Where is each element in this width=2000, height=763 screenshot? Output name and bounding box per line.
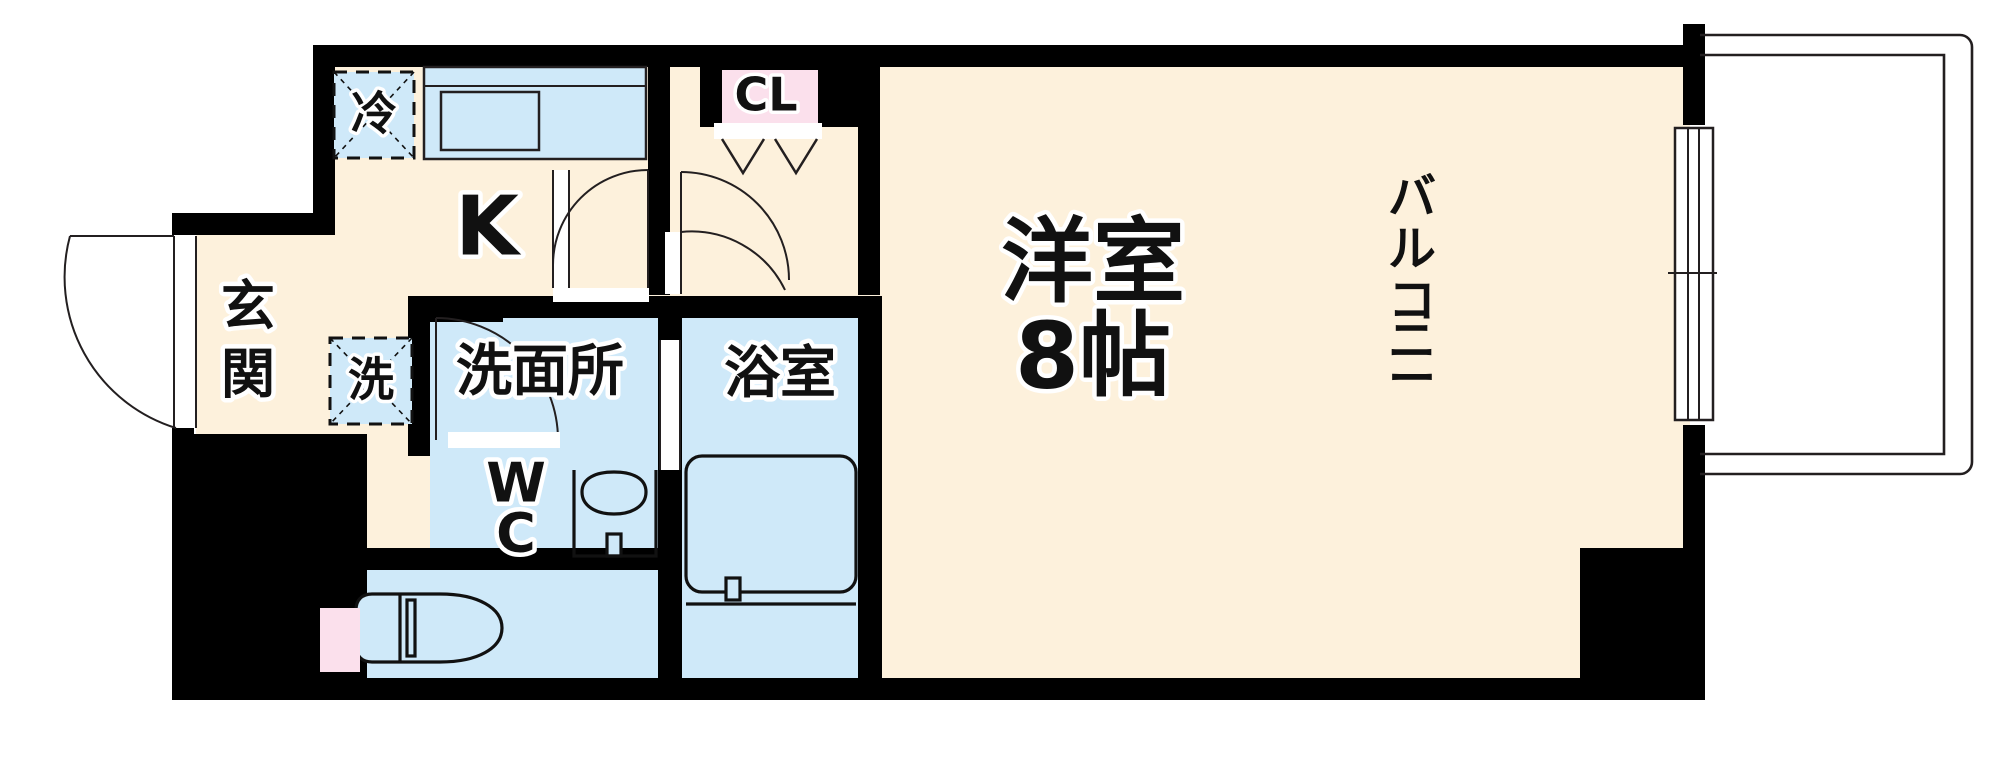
washroom-door-swing (435, 317, 560, 448)
wall-balcony-stub-top (1683, 24, 1705, 69)
bathroom-door-leaf (660, 340, 680, 470)
toilet-bowl-body (354, 592, 504, 664)
balcony-label-char-4: ニ (1388, 313, 1436, 369)
washroom-door-threshold (448, 432, 560, 448)
refrigerator-fill (334, 72, 414, 158)
vanity-basin-counter (572, 470, 658, 558)
room-labels: K 玄 関 洗面所 浴室 W C 洋室 8帖 バ ル コ ニ ー (217, 169, 1437, 569)
entrance-label-char-2: 関 (221, 343, 275, 406)
closet-label: CL (734, 68, 797, 122)
western-room-fill (880, 62, 1690, 700)
wall-top-room (860, 45, 1705, 67)
room-door-swing (665, 171, 790, 294)
balcony-label-char-5: ー (1388, 351, 1436, 407)
room-door-leaf (665, 232, 681, 294)
bathtub (684, 454, 858, 606)
toilet-label-w: W (486, 452, 546, 515)
vanity-basin-tap (605, 532, 623, 558)
wall-bath-right (858, 296, 882, 700)
washing-machine-label: 洗 (348, 353, 394, 407)
balcony-inner-outline (1700, 53, 1946, 456)
washing-machine-fill (330, 338, 412, 424)
wall-left-kitchen (313, 45, 335, 235)
washing-machine-marker: 洗 (328, 336, 414, 426)
entrance-door-swing (63, 235, 197, 429)
toilet-label-c: C (496, 502, 536, 565)
closet-door-slab (714, 123, 822, 139)
wall-entrance-top (172, 213, 332, 235)
entrance-door-leaf (174, 236, 196, 428)
kitchen-door-arc (552, 169, 649, 266)
room-door-arc-upper (680, 171, 790, 281)
balcony-label-char-3: コ (1388, 273, 1436, 329)
kitchen-label: K (455, 179, 522, 274)
bathtub-drain (724, 576, 742, 602)
wall-hall-right (858, 45, 880, 295)
bathtub-body (684, 454, 858, 594)
toilet-lever (405, 598, 417, 658)
closet-fill (722, 70, 818, 125)
western-room-label: 洋室 (1001, 208, 1185, 315)
bathroom-door (659, 340, 681, 470)
bathroom-label: 浴室 (724, 341, 836, 406)
room-door-arc (680, 230, 786, 291)
closet-folding-door-right (773, 138, 819, 176)
kitchen-door-threshold (553, 288, 649, 302)
closet-cl: CL (714, 64, 822, 176)
wall-hall-left (648, 45, 670, 295)
western-room-size: 8帖 (1015, 302, 1171, 409)
balcony-sliding-window (1668, 126, 1717, 422)
kitchen-sink-basin (439, 90, 541, 152)
balcony-label-char-1: バ (1388, 169, 1436, 225)
refrigerator-marker: 冷 (332, 70, 416, 160)
vanity-basin (572, 470, 658, 558)
wall-wc-top (330, 548, 670, 570)
wall-bath-top (658, 296, 882, 318)
balcony-outer-outline (1700, 33, 1974, 476)
washroom-label: 洗面所 (456, 339, 624, 404)
kitchen-door-swing (552, 169, 649, 302)
balcony (1683, 33, 1974, 476)
walls (172, 24, 1705, 700)
refrigerator-label: 冷 (351, 87, 397, 141)
entrance-label-char-1: 玄 (221, 275, 275, 338)
wall-left-lower-block (172, 434, 332, 699)
refrigerator-box (332, 70, 416, 160)
toilet-bowl (320, 592, 504, 672)
kitchen-counter-outline (422, 65, 648, 161)
toilet-paper-holder (320, 608, 360, 672)
balcony-label-char-2: ル (1388, 221, 1436, 277)
wall-room-right-corner (1580, 548, 1705, 700)
washing-machine-box (328, 336, 414, 426)
wall-room-right-lower (1683, 425, 1705, 560)
washroom-door-arc (435, 317, 559, 441)
entrance-door-arc (63, 235, 177, 429)
washroom-fill (430, 318, 665, 590)
vanity-basin-bowl (580, 470, 648, 516)
closet-folding-door-left (720, 138, 766, 176)
kitchen-sink-counter (422, 65, 648, 161)
